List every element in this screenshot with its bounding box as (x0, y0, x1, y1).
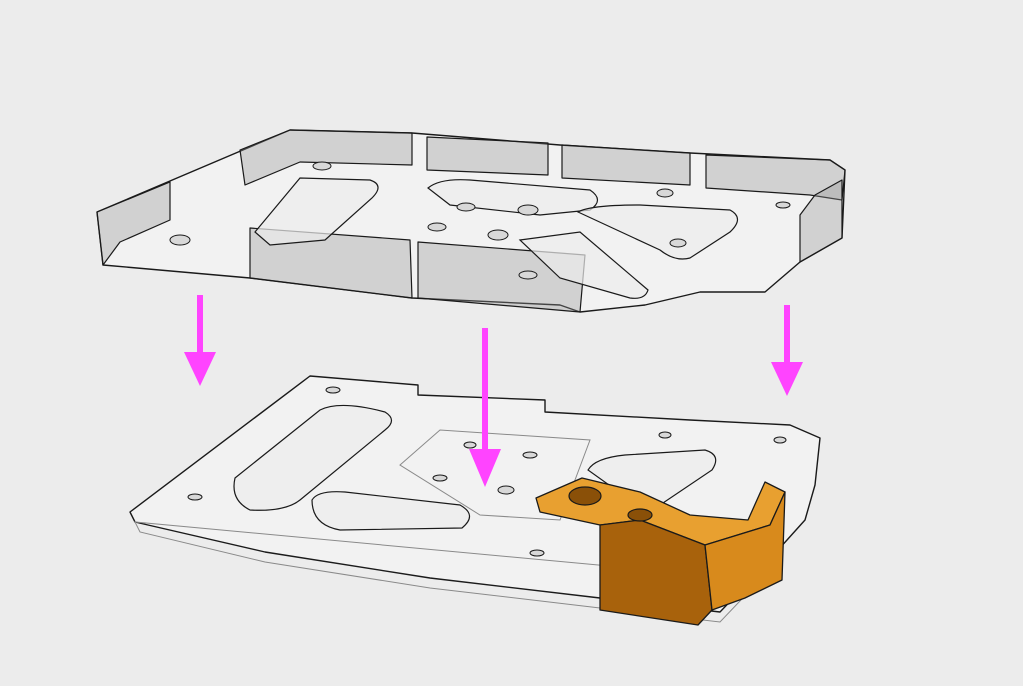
top-hole-9 (669, 238, 687, 248)
bottom-plate-pocket (399, 429, 591, 521)
top-hole-5 (487, 229, 509, 241)
top-hole-1 (169, 234, 191, 246)
top-hole-3 (456, 202, 476, 212)
top-hole-7 (518, 270, 538, 280)
bracket-side-face (704, 491, 786, 611)
top-plate-wall-left (96, 181, 171, 266)
top-plate-wall-back-3 (561, 144, 691, 186)
bottom-plate-slot-left (233, 404, 393, 511)
top-plate-slot-arm (518, 231, 649, 299)
arrow-down-icon (184, 352, 216, 386)
bottom-hole-6 (522, 451, 538, 459)
arrow-left (184, 295, 216, 386)
arrow-down-icon (469, 449, 501, 487)
bottom-hole-4 (432, 474, 448, 482)
top-plate-slot-left (254, 177, 379, 246)
bottom-hole-3 (463, 441, 477, 449)
top-plate-wall-back-1 (239, 129, 413, 186)
bottom-hole-1 (187, 493, 203, 501)
bracket-hole-2 (627, 508, 653, 522)
top-plate-wall-right (799, 179, 843, 263)
bottom-hole-7 (529, 549, 545, 557)
bottom-hole-5 (497, 485, 515, 495)
top-plate (96, 129, 846, 313)
top-hole-10 (775, 201, 791, 209)
top-plate-wall-front-1 (249, 227, 413, 299)
bottom-hole-9 (773, 436, 787, 444)
orange-bracket-part[interactable] (535, 477, 786, 626)
top-plate-slot-triangle (576, 204, 739, 260)
bottom-hole-8 (658, 431, 672, 439)
arrow-middle-shaft (482, 328, 488, 450)
arrow-down-icon (771, 362, 803, 396)
top-hole-2 (312, 161, 332, 171)
bottom-hole-2 (325, 386, 341, 394)
bottom-plate-slot-center (311, 491, 471, 531)
arrow-middle (469, 328, 501, 487)
arrow-right (771, 305, 803, 396)
top-hole-6 (517, 204, 539, 216)
bracket-hole-1 (568, 486, 602, 506)
arrow-left-shaft (197, 295, 203, 353)
top-hole-4 (427, 222, 447, 232)
top-plate-wall-back-2 (426, 136, 549, 176)
arrow-right-shaft (784, 305, 790, 363)
top-hole-8 (656, 188, 674, 198)
